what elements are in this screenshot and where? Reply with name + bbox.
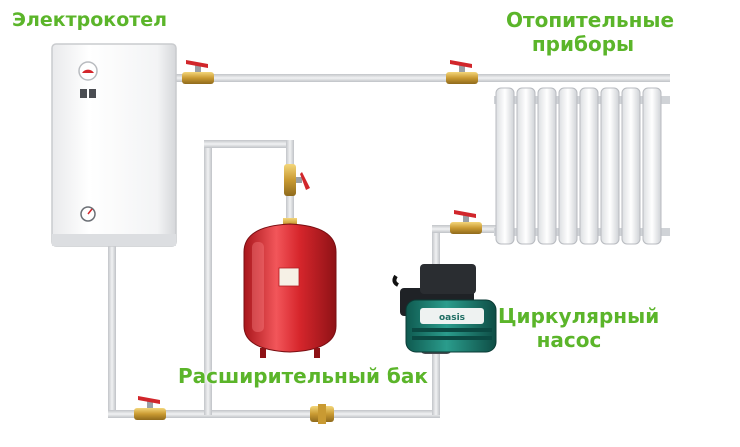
boiler-label: Электрокотел xyxy=(12,9,168,31)
electric-boiler xyxy=(51,43,177,247)
radiators-label-line1: Отопительные xyxy=(506,8,675,32)
valve-icon xyxy=(450,210,482,234)
expansion-tank-label: Расширительный бак xyxy=(178,364,428,388)
tank-loop-left xyxy=(204,140,212,415)
valves xyxy=(134,60,482,424)
expansion-tank xyxy=(243,218,337,358)
circulation-pump: oasis xyxy=(392,264,497,354)
tank-label xyxy=(278,267,300,287)
radiator-top-pipe xyxy=(490,74,670,82)
radiator-fins xyxy=(495,87,662,245)
bottom-return-pipe xyxy=(108,410,440,418)
supply-pipe xyxy=(168,74,500,82)
valve-icon xyxy=(446,60,478,84)
check-valve-icon xyxy=(310,404,334,424)
pump-label: Циркулярный насос xyxy=(498,304,660,352)
radiators-label: Отопительные приборы xyxy=(506,8,675,56)
boiler-return-riser xyxy=(108,245,116,415)
valve-icon xyxy=(182,60,214,84)
tank-loop-top xyxy=(204,140,294,148)
radiators-label-line2: приборы xyxy=(531,32,635,56)
valve-icon xyxy=(134,396,166,420)
pump-label-line1: Циркулярный xyxy=(498,304,660,328)
pump-brand-label: oasis xyxy=(439,313,465,323)
valve-icon xyxy=(284,164,310,196)
boiler-switch-icon xyxy=(80,89,87,98)
pump-label-line2: насос xyxy=(536,328,602,352)
radiator xyxy=(494,87,670,245)
